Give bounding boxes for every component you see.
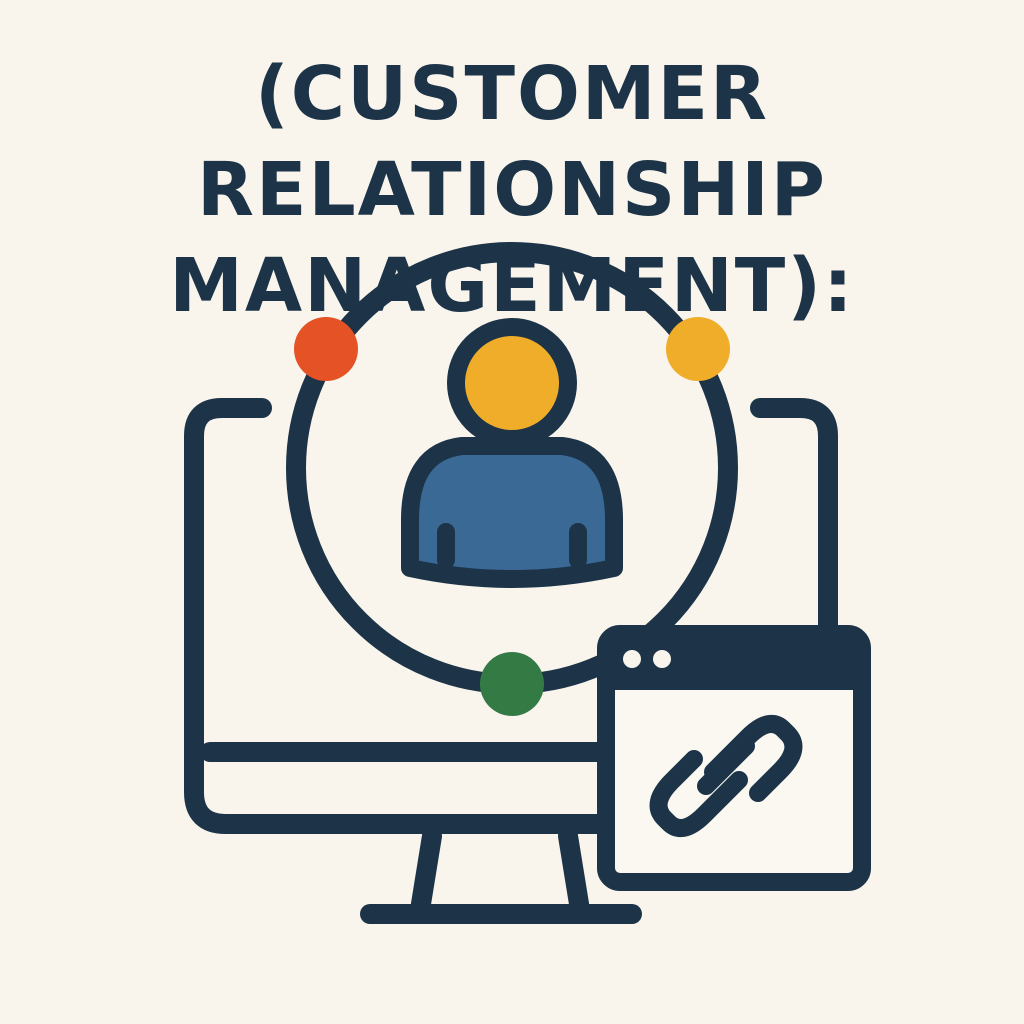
user-head xyxy=(447,318,577,448)
chain-link-icon xyxy=(649,714,803,838)
desktop-monitor-icon xyxy=(184,398,838,924)
user-body xyxy=(401,437,623,588)
title-line-1: (CUSTOMER RELATIONSHIP xyxy=(196,51,828,233)
orbit-node-yellow xyxy=(666,317,730,381)
user-profile-icon xyxy=(401,318,623,588)
page-title: (CUSTOMER RELATIONSHIP MANAGEMENT): xyxy=(0,46,1024,334)
orbit-node-red xyxy=(294,317,358,381)
window-dot-2 xyxy=(653,650,671,668)
window-dot-1 xyxy=(623,650,641,668)
orbit-node-green xyxy=(480,652,544,716)
